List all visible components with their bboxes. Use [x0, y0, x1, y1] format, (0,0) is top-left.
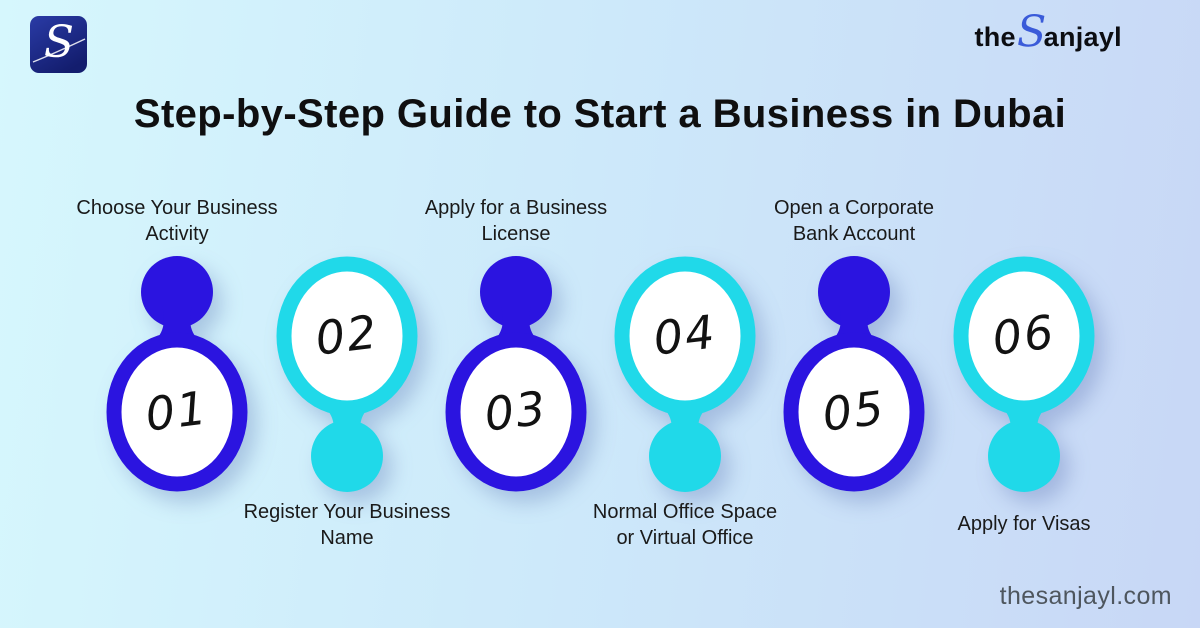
- step-label-3: Apply for a Business License: [384, 195, 648, 247]
- brand-prefix: the: [974, 22, 1016, 52]
- step-number: 05: [820, 380, 889, 441]
- step-label-line: Choose Your Business: [76, 197, 278, 219]
- step-label-2: Register Your Business Name: [215, 499, 479, 551]
- website-url: thesanjayl.com: [999, 582, 1172, 610]
- step-label-6: Apply for Visas: [892, 511, 1156, 537]
- brand-logo: S: [30, 16, 87, 73]
- pin-shape-icon: 01: [106, 256, 248, 492]
- brand-wordmark: the S anjayl: [974, 7, 1122, 57]
- step-marker-4: 04: [610, 256, 760, 497]
- pin-shape-icon: 03: [445, 256, 587, 492]
- step-label-line: License: [481, 223, 551, 245]
- logo-s-icon: S: [30, 16, 87, 73]
- step-marker-6: 06: [949, 256, 1099, 497]
- step-label-line: Open a Corporate: [773, 197, 935, 219]
- step-label-line: Activity: [145, 223, 209, 245]
- pin-shape-icon: 04: [614, 256, 756, 492]
- step-label-line: Apply for a Business: [424, 197, 608, 219]
- step-marker-5: 05: [779, 256, 929, 497]
- logo-letter: S: [44, 17, 74, 68]
- pin-shape-icon: 06: [953, 256, 1095, 492]
- step-number: 04: [651, 304, 720, 365]
- step-label-line: Apply for Visas: [957, 513, 1091, 535]
- page-title: Step-by-Step Guide to Start a Business i…: [133, 92, 1067, 136]
- step-label-line: Bank Account: [792, 223, 916, 245]
- step-number: 03: [482, 380, 551, 441]
- step-label-line: or Virtual Office: [616, 527, 754, 549]
- step-label-line: Name: [320, 527, 374, 549]
- step-label-line: Register Your Business: [243, 501, 451, 523]
- brand-suffix: anjayl: [1043, 22, 1122, 52]
- pin-shape-icon: 05: [783, 256, 925, 492]
- step-marker-1: 01: [102, 256, 252, 497]
- step-marker-3: 03: [441, 256, 591, 497]
- step-number: 06: [990, 304, 1059, 365]
- step-label-5: Open a Corporate Bank Account: [722, 195, 986, 247]
- step-number: 01: [143, 380, 212, 441]
- step-number: 02: [313, 304, 382, 365]
- step-label-1: Choose Your Business Activity: [45, 195, 309, 247]
- step-label-4: Normal Office Space or Virtual Office: [553, 499, 817, 551]
- step-marker-2: 02: [272, 256, 422, 497]
- step-label-line: Normal Office Space: [592, 501, 778, 523]
- pin-shape-icon: 02: [276, 256, 418, 492]
